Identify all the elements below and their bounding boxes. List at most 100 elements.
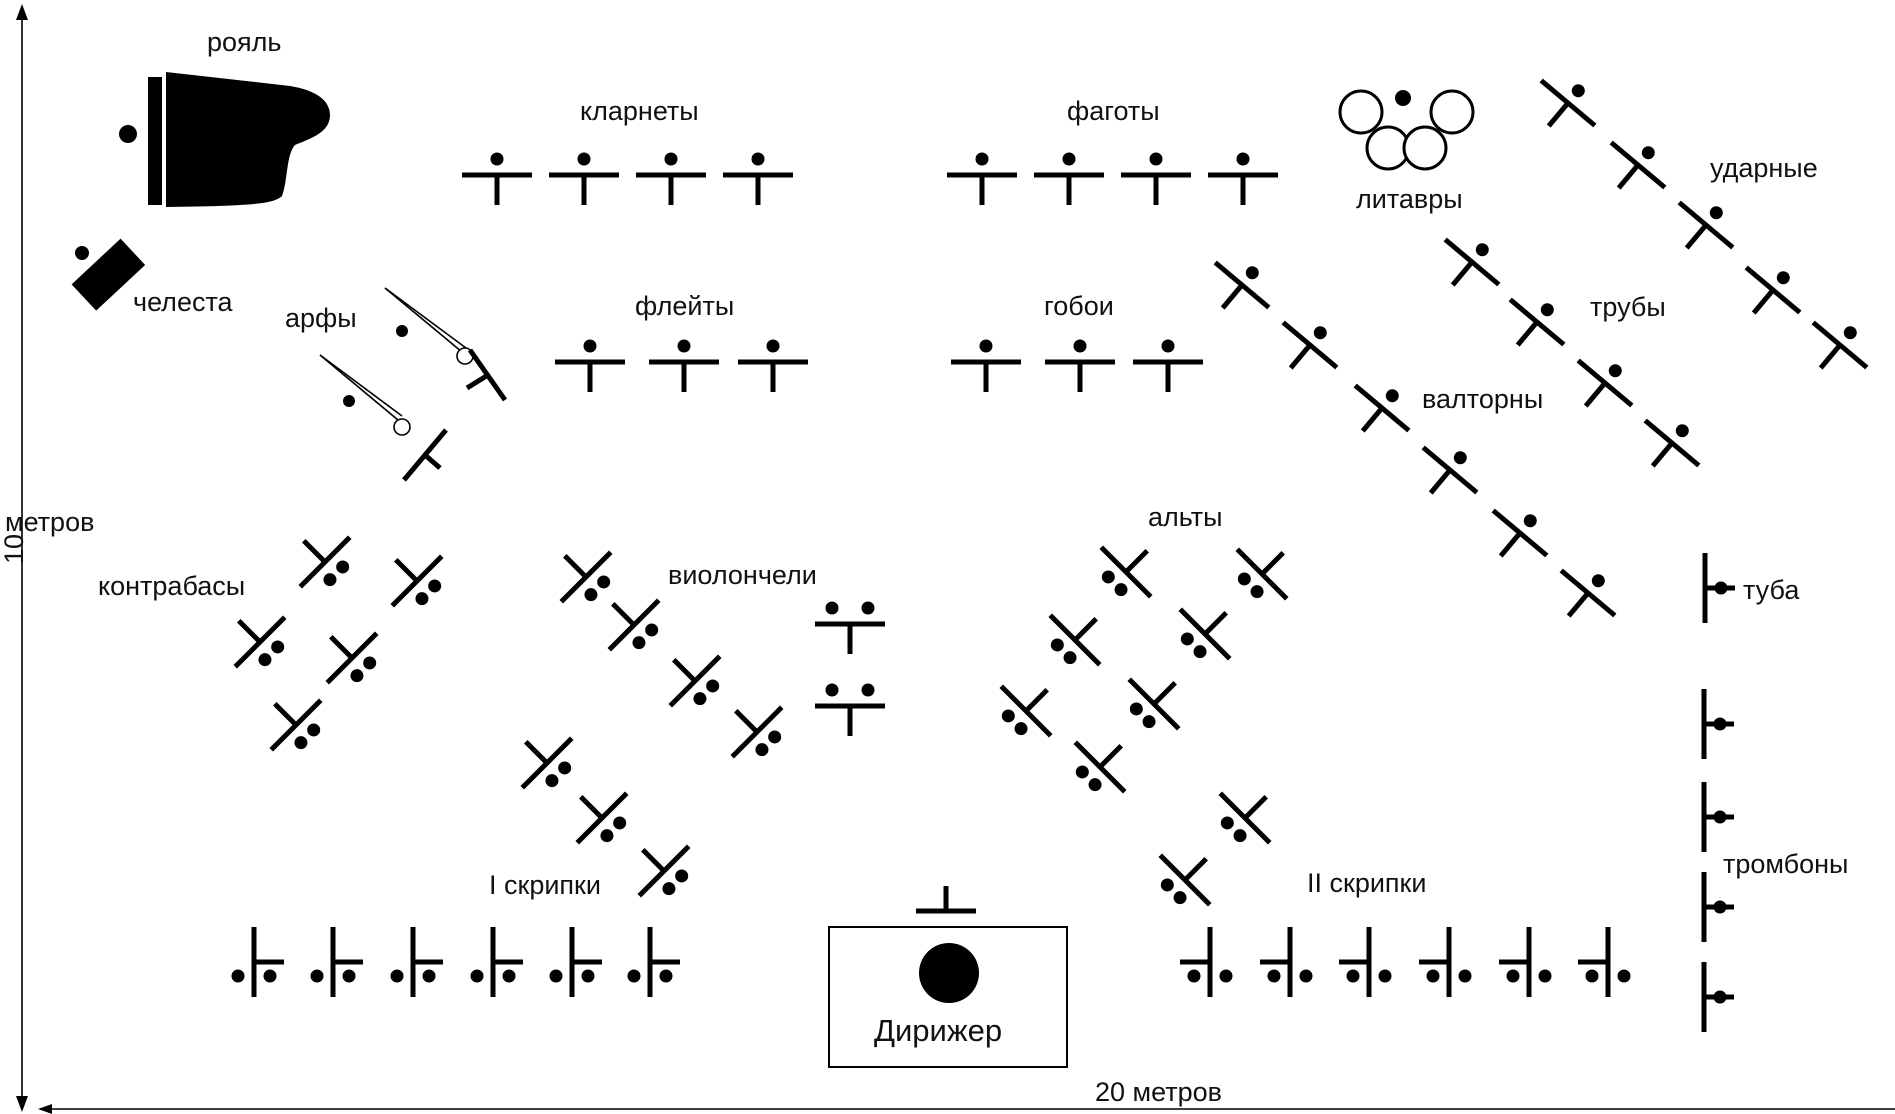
flute-seat <box>649 339 719 392</box>
tuba-seat <box>1702 553 1735 623</box>
percussion-seat <box>1744 265 1802 315</box>
clarinet-seat <box>549 152 619 205</box>
second-violin-seat <box>1339 927 1392 997</box>
flute-seat <box>555 339 625 392</box>
trombone-seat <box>1701 962 1734 1032</box>
viola-seat <box>1127 677 1181 731</box>
viola-seat <box>1218 791 1272 845</box>
second-violin-seat <box>1578 927 1631 997</box>
oboe-seat <box>951 339 1021 392</box>
cello-seat <box>559 550 613 604</box>
bassoon-seat <box>1208 152 1278 205</box>
percussion-seat <box>1811 320 1869 370</box>
harpist-seat <box>402 428 448 482</box>
piano-icon <box>119 72 330 207</box>
bassoon-seat <box>947 152 1017 205</box>
cello-seat <box>815 683 885 736</box>
second-violin-seat <box>1180 927 1233 997</box>
double-bass-seat <box>298 535 352 589</box>
second-violin-seat <box>1260 927 1313 997</box>
first-violin-seat <box>575 791 629 845</box>
clarinets-label: кларнеты <box>580 96 699 126</box>
first-violin-seat <box>390 927 443 997</box>
celesta-label: челеста <box>133 287 234 317</box>
timpani-label: литавры <box>1356 184 1463 214</box>
first-violin-seat <box>231 927 284 997</box>
height-scale-unit: метров <box>5 507 94 537</box>
viola-seat <box>1235 547 1289 601</box>
trumpet-seat <box>1443 237 1501 287</box>
conductor-label: Дирижер <box>874 1013 1002 1048</box>
viola-seat <box>1178 607 1232 661</box>
percussion-label: ударные <box>1710 153 1818 183</box>
bassoon-seat <box>1121 152 1191 205</box>
bassoons-label: фаготы <box>1067 96 1160 126</box>
violas-label: альты <box>1148 502 1223 532</box>
horn-seat <box>1213 260 1271 310</box>
width-scale-label: 20 метров <box>1095 1077 1222 1107</box>
viola-seat <box>1073 740 1127 794</box>
cello-seat <box>668 654 722 708</box>
horns-label: валторны <box>1422 384 1543 414</box>
double-bass-seat <box>325 631 379 685</box>
viola-seat <box>1048 613 1102 667</box>
double-bass-seat <box>269 698 323 752</box>
flute-seat <box>738 339 808 392</box>
viola-seat <box>999 684 1053 738</box>
oboe-seat <box>1045 339 1115 392</box>
horn-seat <box>1491 508 1549 558</box>
timpani-icon <box>1338 89 1475 171</box>
tuba-label: туба <box>1743 575 1800 605</box>
first-violin-seat <box>520 736 574 790</box>
horizontal-scale-axis <box>38 1104 1895 1114</box>
bassoon-seat <box>1034 152 1104 205</box>
first-violin-seat <box>637 844 691 898</box>
cello-seat <box>815 601 885 654</box>
first-violin-seat <box>470 927 523 997</box>
second-violin-seat <box>1419 927 1472 997</box>
trombones-label: тромбоны <box>1723 849 1848 879</box>
harp-icon <box>319 354 411 436</box>
first-violin-seat <box>627 927 680 997</box>
harps-label: арфы <box>285 303 357 333</box>
percussion-seat <box>1609 140 1667 190</box>
cello-seat <box>730 705 784 759</box>
cello-seat <box>607 598 661 652</box>
cellos-label: виолончели <box>668 560 817 590</box>
first-violin-seat <box>310 927 363 997</box>
harp-icon <box>384 287 474 365</box>
trumpet-seat <box>1576 358 1634 408</box>
percussion-seat <box>1539 78 1597 128</box>
horn-seat <box>1353 383 1411 433</box>
clarinet-seat <box>462 152 532 205</box>
second-violins-label: II скрипки <box>1307 868 1426 898</box>
horn-seat <box>1421 445 1479 495</box>
double-basses-label: контрабасы <box>98 571 245 601</box>
flutes-label: флейты <box>635 291 734 321</box>
vertical-scale-axis <box>16 4 28 1112</box>
trombone-seat <box>1701 872 1734 942</box>
trombone-seat <box>1701 689 1734 759</box>
trumpet-seat <box>1643 418 1701 468</box>
harpist-seat <box>465 348 508 402</box>
double-bass-seat <box>390 554 444 608</box>
oboe-seat <box>1133 339 1203 392</box>
trombone-seat <box>1701 782 1734 852</box>
viola-seat <box>1099 545 1153 599</box>
conductor-podium <box>828 886 1068 1068</box>
second-violin-seat <box>1499 927 1552 997</box>
first-violin-seat <box>549 927 602 997</box>
viola-seat <box>1158 853 1212 907</box>
trumpet-seat <box>1508 297 1566 347</box>
musician-seats <box>231 78 1869 1032</box>
clarinet-seat <box>723 152 793 205</box>
oboes-label: гобои <box>1044 291 1114 321</box>
first-violins-label: I скрипки <box>489 870 601 900</box>
horn-seat <box>1281 320 1339 370</box>
celesta-icon <box>71 238 146 311</box>
double-bass-seat <box>233 615 287 669</box>
percussion-seat <box>1677 200 1735 250</box>
piano-label: рояль <box>207 27 281 57</box>
height-scale-value: 10 <box>0 534 29 564</box>
